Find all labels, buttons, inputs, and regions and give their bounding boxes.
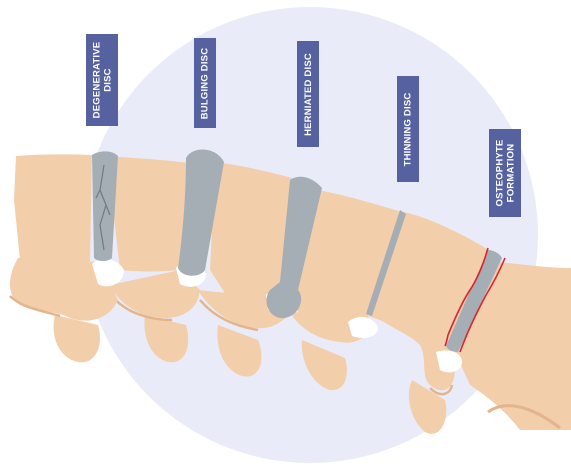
label-osteophyte-formation: OSTEOPHYTE FORMATION [489,129,521,217]
label-osteophyte-formation-text: OSTEOPHYTE FORMATION [494,139,516,207]
label-thinning-disc: THINNING DISC [397,76,419,182]
vertebra-5 [455,262,571,430]
label-thinning-disc-text: THINNING DISC [402,92,414,166]
bulging-disc [178,149,224,276]
vertebra-0 [9,154,124,363]
label-degenerative-disc-text: DEGENERATIVE DISC [91,41,113,119]
label-herniated-disc-text: HERNIATED DISC [302,52,314,136]
label-bulging-disc-text: BULGING DISC [199,47,211,119]
label-bulging-disc: BULGING DISC [194,38,216,128]
degenerative-disc [92,151,118,261]
herniated-disc [266,176,322,319]
label-degenerative-disc: DEGENERATIVE DISC [86,34,118,126]
label-herniated-disc: HERNIATED DISC [297,41,319,147]
thinning-disc [366,210,406,316]
osteophyte-formation [444,247,506,353]
